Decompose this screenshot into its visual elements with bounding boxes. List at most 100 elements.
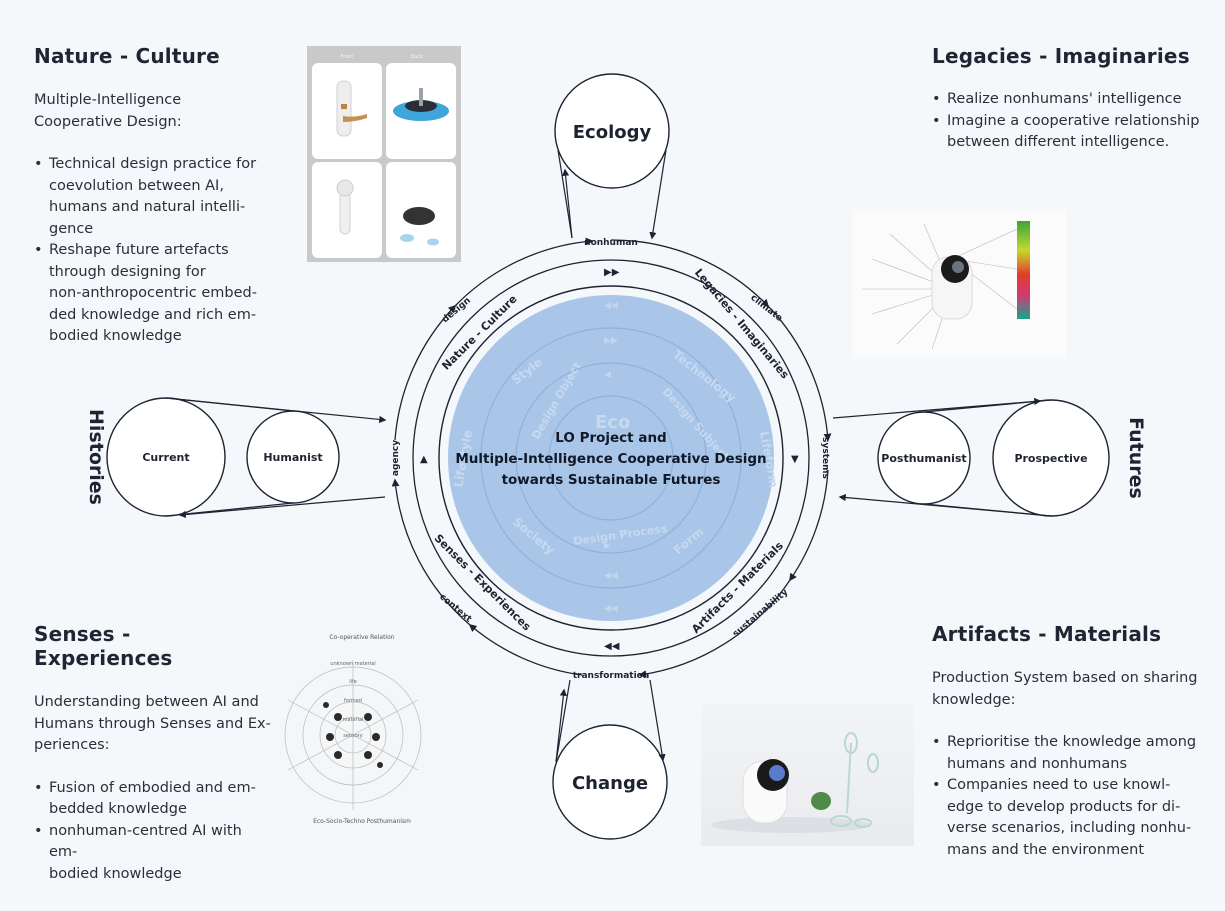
sheet-header-front: Front [341, 54, 354, 60]
product-photo-drawing [711, 732, 879, 833]
middle-ring [412, 259, 810, 657]
bullet-line: Reprioritise the knowledge among [947, 734, 1197, 750]
bullet-line: gence [49, 220, 94, 237]
bullet-item: Fusion of embodied and em- bedded knowle… [34, 778, 274, 821]
bullet-line: humans and natural intelli- [49, 199, 246, 215]
futures-label: Futures [1125, 417, 1147, 499]
faint-label-eco: Eco [595, 412, 630, 433]
sheet-header-back: Back [411, 54, 423, 60]
svg-text:◀◀: ◀◀ [604, 604, 618, 614]
backward-icon: ◀◀ [604, 641, 620, 652]
nature-culture-intro: Multiple-Intelligence Cooperative Design… [34, 90, 279, 133]
bullet-line: between different intelligence. [947, 134, 1170, 150]
legacies-imaginaries-section: Legacies - Imaginaries Realize nonhumans… [932, 44, 1212, 154]
bullet-item: Realize nonhumans' intelligence [932, 89, 1212, 111]
bullet-line: edge to develop products for di- [947, 798, 1181, 815]
intro-line: periences: [34, 737, 110, 753]
bullet-line: non-anthropocentric embed- [49, 285, 257, 301]
histories-connectors [165, 397, 387, 519]
intro-line: Understanding between AI and [34, 694, 259, 710]
current-label: Current [142, 451, 189, 464]
bullet-item: Reprioritise the knowledge among humans … [932, 732, 1217, 775]
senses-experiences-bullets: Fusion of embodied and em- bedded knowle… [34, 778, 274, 886]
change-circle [552, 724, 668, 840]
forward-icon: ▶▶ [604, 267, 620, 278]
legacies-imaginaries-title: Legacies - Imaginaries [932, 44, 1190, 68]
ring-label-transformation: transformation [573, 671, 650, 681]
bullet-line: bedded knowledge [49, 801, 187, 817]
cooperative-relation-image: Co-operative Relation unknown material l… [278, 625, 446, 835]
cooperative-relation-footer: Eco-Socio-Techno Posthumanism [313, 818, 411, 825]
ring-label-agency: agency [391, 440, 401, 476]
ecology-label: Ecology [573, 122, 652, 143]
senses-experiences-section: Senses - Experiences Understanding betwe… [34, 622, 274, 885]
senses-experiences-intro: Understanding between AI and Humans thro… [34, 692, 274, 757]
center-title-line: LO Project and [555, 430, 666, 446]
svg-text:◀◀: ◀◀ [604, 571, 618, 581]
artifacts-materials-intro: Production System based on sharing knowl… [932, 668, 1217, 711]
bullet-line: nonhuman-centred AI with em- [49, 822, 242, 861]
bullet-line: verse scenarios, including nonhu- [947, 820, 1192, 836]
bullet-line: Reshape future artefacts [49, 242, 229, 258]
ring-label-sustainability: sustainability [731, 587, 790, 639]
product-sheet-image: Front Back [307, 46, 461, 262]
artifacts-materials-bullets: Reprioritise the knowledge among humans … [932, 732, 1217, 861]
bullet-line: Imagine a cooperative relationship [947, 112, 1200, 129]
ring-label: material [343, 717, 364, 723]
histories-label: Histories [85, 409, 107, 505]
svg-text:▶▶: ▶▶ [604, 336, 618, 346]
prospective-label: Prospective [1014, 452, 1087, 465]
intro-line: Production System based on sharing [932, 670, 1198, 686]
bullet-line: Fusion of embodied and em- [49, 779, 256, 796]
cooperative-relation-title: Co-operative Relation [329, 634, 394, 641]
down-icon: ▼ [791, 454, 799, 465]
product-sheet-drawing: Front Back [312, 54, 456, 258]
center-title: LO Project and Multiple-Intelligence Coo… [455, 430, 766, 488]
inner-ring [438, 285, 784, 631]
faint-arrows: ◀◀▶▶◀ ▶◀◀◀◀ [604, 301, 618, 614]
bullet-item: Companies need to use knowl- edge to dev… [932, 775, 1217, 861]
bullet-line: humans and nonhumans [947, 755, 1128, 772]
svg-text:▶: ▶ [604, 541, 611, 551]
bullet-item: Reshape future artefacts through designi… [34, 240, 279, 348]
bullet-line: Technical design practice for [49, 156, 257, 172]
ring-label-climate: climate [748, 293, 784, 324]
nature-culture-title: Nature - Culture [34, 44, 220, 68]
intro-line: Multiple-Intelligence [34, 92, 182, 108]
ecology-circle [554, 73, 670, 189]
ring-label-context: context [437, 592, 473, 625]
svg-text:◀: ◀ [604, 370, 611, 380]
center-title-line: towards Sustainable Futures [502, 472, 721, 488]
spectrum-study-image [852, 209, 1067, 359]
spectrum-study-drawing [862, 221, 1030, 350]
ring-label: formed [344, 698, 362, 704]
artifacts-materials-section: Artifacts - Materials Production System … [932, 622, 1217, 861]
bullet-line: bodied knowledge [49, 865, 182, 882]
nature-culture-bullets: Technical design practice for coevolutio… [34, 154, 279, 348]
inner-rings [480, 327, 742, 589]
ring-label: sensory [343, 733, 363, 739]
center-title-line: Multiple-Intelligence Cooperative Design [455, 451, 766, 467]
center-disc [448, 295, 774, 621]
outer-ring [391, 237, 832, 678]
bullet-item: nonhuman-centred AI with em- bodied know… [34, 821, 274, 886]
intro-line: Cooperative Design: [34, 113, 182, 130]
ring-label: unknown material [330, 661, 375, 667]
cooperative-relation-drawing: Co-operative Relation unknown material l… [284, 634, 422, 825]
bullet-line: Realize nonhumans' intelligence [947, 91, 1182, 107]
humanist-label: Humanist [263, 451, 322, 464]
futures-connectors [832, 397, 1052, 517]
ring-label-systems: systems [820, 437, 830, 479]
senses-experiences-title: Senses - Experiences [34, 622, 173, 670]
bullet-item: Imagine a cooperative relationship betwe… [932, 111, 1212, 154]
bullet-line: Companies need to use knowl- [947, 777, 1171, 793]
product-photo-image [701, 703, 914, 846]
change-label: Change [572, 773, 648, 794]
bullet-item: Technical design practice for coevolutio… [34, 154, 279, 240]
change-connectors [555, 679, 666, 763]
ring-arrows: ▶▶ ◀◀ ▲ ▼ [420, 267, 799, 652]
nature-culture-section: Nature - Culture Multiple-Intelligence C… [34, 44, 279, 348]
bullet-line: through designing for [49, 263, 206, 280]
bullet-line: ded knowledge and rich em- [49, 306, 257, 323]
